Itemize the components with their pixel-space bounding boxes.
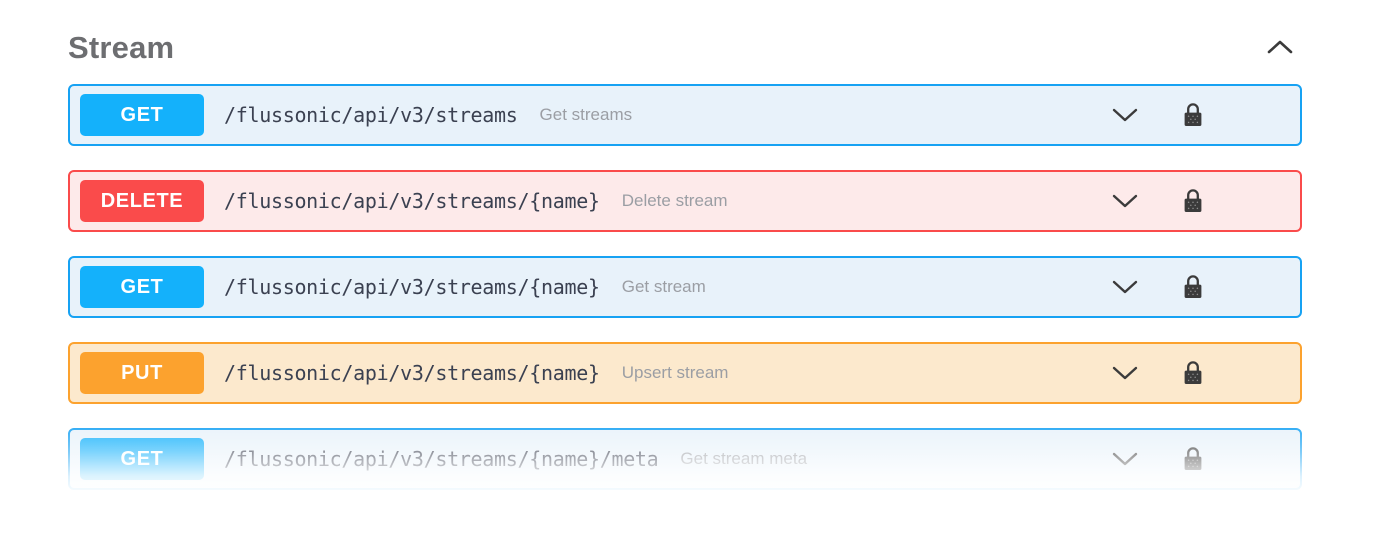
operation-actions — [1104, 180, 1214, 222]
operation-summary: Delete stream — [621, 191, 728, 210]
authorization-lock-button[interactable] — [1172, 352, 1214, 394]
lock-closed-icon — [1182, 102, 1204, 128]
section-header: Stream — [68, 22, 1302, 72]
method-badge: GET — [80, 438, 204, 480]
operation-path: /flussonic/api/v3/streams/{name}/meta — [224, 447, 659, 471]
lock-closed-icon — [1182, 188, 1204, 214]
lock-closed-icon — [1182, 446, 1204, 472]
lock-closed-icon — [1182, 274, 1204, 300]
operation-row[interactable]: GET/flussonic/api/v3/streams/{name} Get s… — [68, 256, 1302, 318]
lock-closed-icon — [1182, 360, 1204, 386]
chevron-down-icon — [1112, 452, 1138, 466]
operation-summary: Get stream — [621, 277, 706, 296]
operation-actions — [1104, 94, 1214, 136]
operation-summary: Get stream meta — [680, 449, 808, 468]
operation-expand-button[interactable] — [1104, 352, 1146, 394]
method-badge: GET — [80, 94, 204, 136]
operation-path: /flussonic/api/v3/streams/{name} — [224, 361, 600, 385]
operation-path: /flussonic/api/v3/streams — [224, 103, 518, 127]
operation-actions — [1104, 438, 1214, 480]
section-collapse-button[interactable] — [1258, 27, 1302, 67]
operation-actions — [1104, 266, 1214, 308]
operation-row[interactable]: GET/flussonic/api/v3/streams Get streams — [68, 84, 1302, 146]
method-badge: GET — [80, 266, 204, 308]
authorization-lock-button[interactable] — [1172, 94, 1214, 136]
chevron-down-icon — [1112, 194, 1138, 208]
operation-summary: Upsert stream — [621, 363, 729, 382]
authorization-lock-button[interactable] — [1172, 438, 1214, 480]
method-badge: PUT — [80, 352, 204, 394]
operation-row[interactable]: PUT/flussonic/api/v3/streams/{name} Upser… — [68, 342, 1302, 404]
authorization-lock-button[interactable] — [1172, 180, 1214, 222]
operation-expand-button[interactable] — [1104, 438, 1146, 480]
operation-path: /flussonic/api/v3/streams/{name} — [224, 189, 600, 213]
chevron-up-icon — [1267, 40, 1293, 54]
operation-row[interactable]: GET/flussonic/api/v3/streams/{name}/meta… — [68, 428, 1302, 490]
page-title: Stream — [68, 29, 175, 65]
chevron-down-icon — [1112, 366, 1138, 380]
operation-path: /flussonic/api/v3/streams/{name} — [224, 275, 600, 299]
operation-expand-button[interactable] — [1104, 266, 1146, 308]
operation-row[interactable]: DELETE/flussonic/api/v3/streams/{name} De… — [68, 170, 1302, 232]
authorization-lock-button[interactable] — [1172, 266, 1214, 308]
operation-actions — [1104, 352, 1214, 394]
operation-expand-button[interactable] — [1104, 180, 1146, 222]
operation-expand-button[interactable] — [1104, 94, 1146, 136]
chevron-down-icon — [1112, 108, 1138, 122]
operation-summary: Get streams — [539, 105, 633, 124]
chevron-down-icon — [1112, 280, 1138, 294]
method-badge: DELETE — [80, 180, 204, 222]
